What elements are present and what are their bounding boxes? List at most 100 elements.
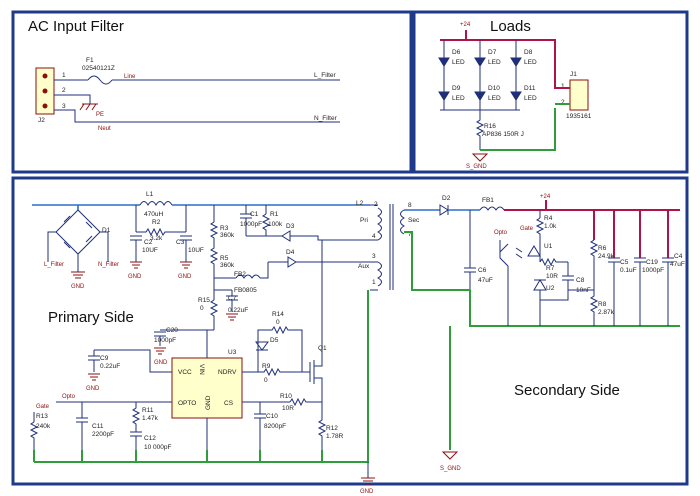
loads-led-text: LED: [524, 95, 537, 102]
primary-pin4-text: 4: [372, 233, 376, 240]
j2-label: J2: [38, 117, 45, 124]
resistor-r13: [29, 421, 39, 450]
ac-pin3-text: 3: [62, 103, 66, 110]
ac-pe-text: PE: [96, 112, 104, 118]
ac-fuse-text: F1: [86, 57, 94, 64]
resistor-r9: [258, 367, 302, 377]
loads-led-text: LED: [524, 59, 537, 66]
primary-opto_lbl-text: Opto: [62, 394, 76, 400]
secondary-gate-text: Gate: [520, 226, 534, 232]
primary-r9_val-text: 0: [264, 377, 268, 384]
primary-c9_val-text: 0.22uF: [100, 363, 120, 370]
secondary-r7-text: R7: [546, 265, 555, 272]
resistor-r2: [136, 227, 186, 237]
diode-d5: [255, 341, 269, 351]
resistor-r7: [539, 257, 568, 267]
primary-r15-text: R15: [198, 297, 210, 304]
loads-d7-text: D7: [488, 49, 497, 56]
primary-d5-text: D5: [270, 337, 279, 344]
primary-gnd-text: GND: [86, 386, 100, 392]
resistor-r1: [261, 213, 271, 236]
capacitor-c3: [180, 235, 192, 262]
primary-ndrv-text: NDRV: [218, 369, 237, 376]
secondary-v24-text: +24: [540, 194, 551, 200]
secondary-c19_val-text: 1000pF: [642, 267, 664, 274]
capacitor-c7: [226, 290, 238, 312]
loads-d8-text: D8: [524, 49, 533, 56]
secondary-s_gnd-text: S_GND: [440, 466, 461, 472]
primary-c2_val-text: 10UF: [142, 247, 158, 254]
primary-r12_val-text: 1.78R: [326, 433, 344, 440]
secondary-c4-text: C4: [674, 253, 683, 260]
capacitor-c19: [634, 257, 646, 326]
connector-j2: J2 1 2 3: [35, 67, 66, 124]
primary-c12-text: C12: [144, 435, 156, 442]
primary-gnd-text: GND: [128, 274, 142, 280]
secondary-u2-text: U2: [546, 285, 555, 292]
shunt-regulator-u2: [533, 279, 547, 326]
capacitor-c1: [240, 213, 252, 236]
primary-c7_val-text: 0.22uF: [228, 307, 248, 314]
primary-n_filter-text: N_Filter: [98, 262, 119, 268]
capacitor-c6: [464, 267, 476, 290]
optocoupler-u1: [499, 240, 541, 267]
primary-fb2-text: FB2: [234, 271, 246, 278]
primary-r13-text: R13: [36, 413, 48, 420]
ac-line-text: Line: [124, 74, 136, 80]
resistor-r16: [475, 110, 485, 150]
loads-r16-text: R16: [484, 123, 496, 130]
loads-j1_part-text: 1935161: [566, 113, 592, 120]
primary-pin8-text: 8: [408, 202, 412, 209]
primary-r3-text: R3: [220, 225, 229, 232]
primary-c20_val-text: 1000pF: [154, 337, 176, 344]
primary-r3_val-text: 360k: [220, 232, 235, 239]
primary-c2-text: C2: [144, 239, 153, 246]
primary-r11-text: R11: [142, 407, 154, 414]
secondary-u1-text: U1: [544, 243, 553, 250]
resistor-r4: [535, 217, 545, 244]
primary-gnd-text: GND: [154, 360, 168, 366]
diode-d4: [287, 256, 297, 268]
secondary-opto-text: Opto: [494, 230, 508, 236]
resistor-r10: [289, 397, 322, 407]
mosfet-q1: [302, 240, 323, 400]
ac-n_filter-text: N_Filter: [314, 115, 338, 122]
primary-r1_val-text: 100k: [268, 221, 283, 228]
controller-u3: [171, 357, 243, 419]
secondary-c5-text: C5: [620, 259, 629, 266]
primary-d3-text: D3: [286, 223, 295, 230]
primary-gnd-text: GND: [360, 489, 374, 495]
loads-d6-text: D6: [452, 49, 461, 56]
ac-l_filter-text: L_Filter: [314, 72, 337, 79]
primary-r10_val-text: 10R: [282, 405, 294, 412]
primary-l1-text: L1: [146, 191, 154, 198]
transformer-l2: [376, 204, 406, 290]
secondary-side-label: Secondary Side: [514, 382, 620, 399]
loads-led-text: LED: [488, 59, 501, 66]
primary-c10-text: C10: [266, 413, 278, 420]
secondary-fb1-text: FB1: [482, 197, 494, 204]
primary-u3-text: U3: [228, 349, 237, 356]
primary-pin1-text: 1: [372, 279, 376, 286]
primary-q1-text: Q1: [318, 345, 327, 352]
bridge-d1: [55, 209, 101, 255]
secondary-c4_val-text: 47uF: [670, 261, 685, 268]
loads-panel: [412, 10, 689, 174]
primary-c20-text: C20: [166, 327, 178, 334]
primary-opto-text: OPTO: [178, 400, 196, 407]
loads-led-text: LED: [488, 95, 501, 102]
resistor-r6-r8: [589, 239, 599, 326]
loads-r16_val-text: AP836 150R J: [482, 131, 524, 138]
secondary-r8-text: R8: [598, 301, 607, 308]
secondary-r8_val-text: 2.87k: [598, 309, 615, 316]
ferrite-fb1: [479, 206, 505, 211]
primary-c11_val-text: 2200pF: [92, 431, 114, 438]
primary-r11_val-text: 1.47k: [142, 415, 159, 422]
primary-r12-text: R12: [326, 425, 338, 432]
primary-r10-text: R10: [280, 393, 292, 400]
main-panel: [11, 176, 689, 486]
loads-j1-text: J1: [570, 71, 577, 78]
capacitor-c8: [540, 262, 574, 301]
primary-aux-text: Aux: [358, 263, 370, 270]
